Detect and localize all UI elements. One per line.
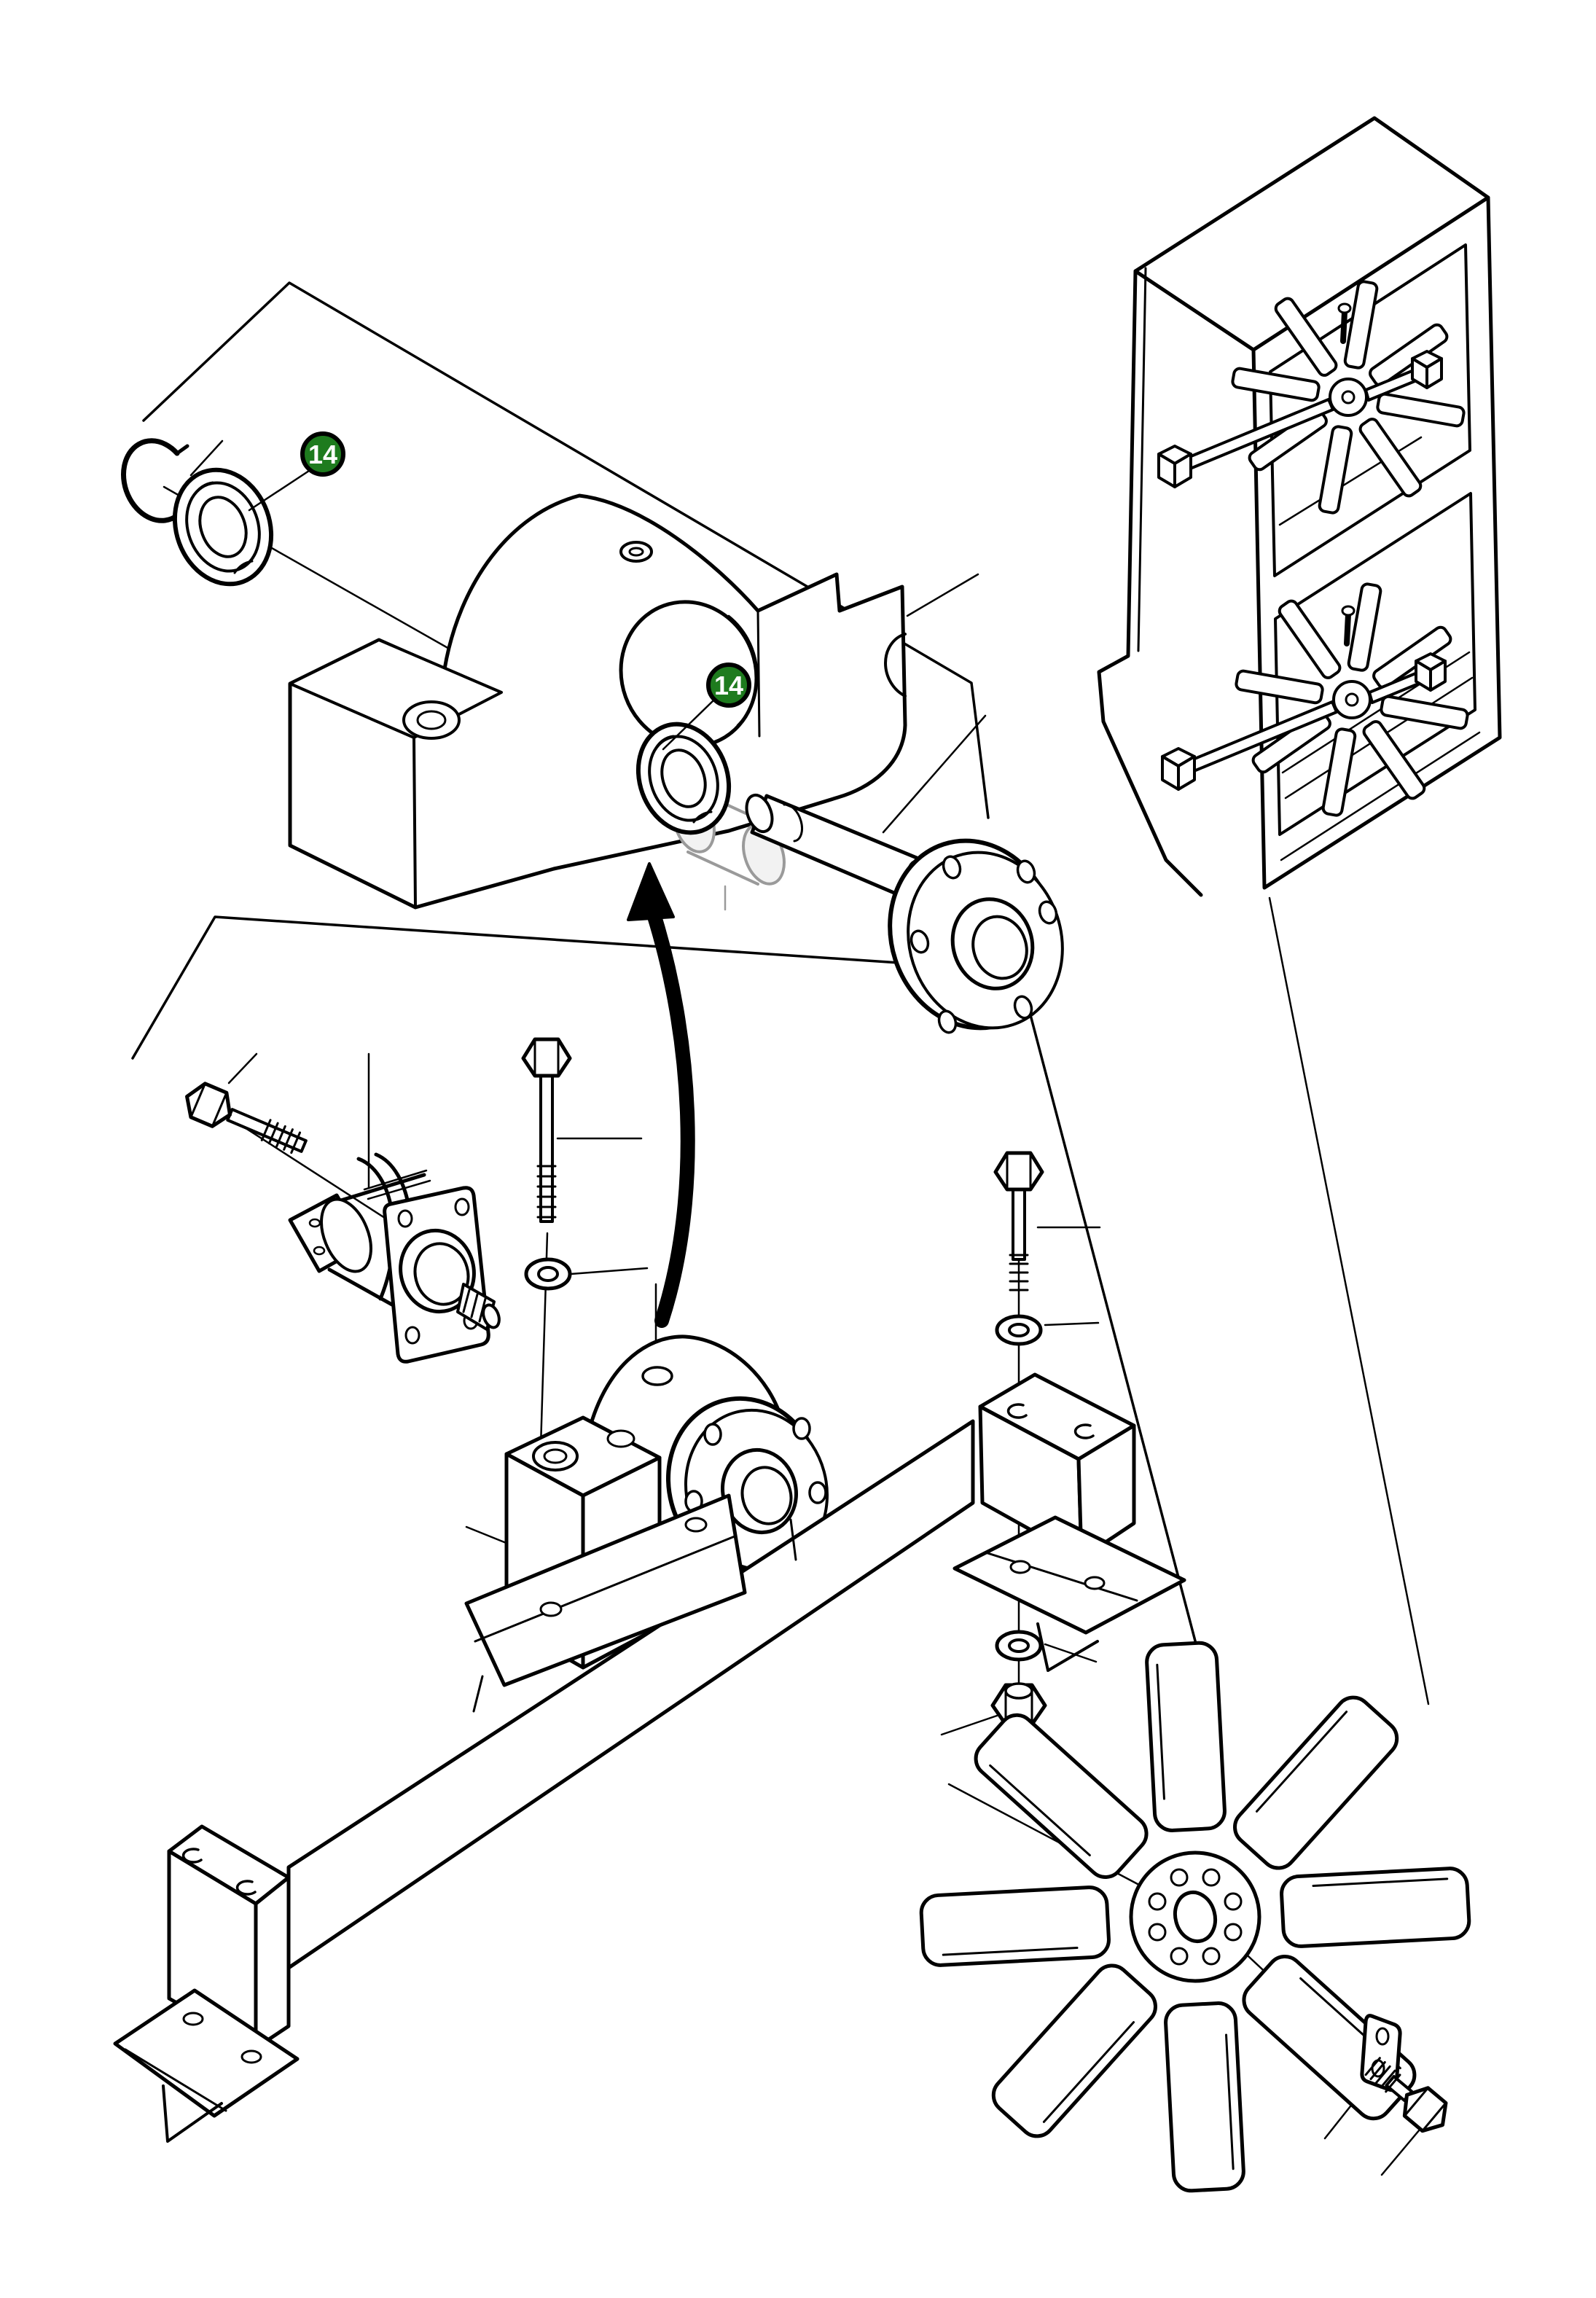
fan-cage-frame — [1097, 116, 1502, 897]
callout-badge-label: 14 — [714, 671, 743, 700]
callout-badge-14-front[interactable]: 14 — [248, 431, 345, 512]
fan-hub-bolt — [1364, 2057, 1448, 2133]
hex-nut — [990, 1682, 1047, 1727]
callout-badge-circle[interactable] — [706, 663, 751, 708]
right-angle-bracket — [952, 1515, 1186, 1672]
rear-bearing — [635, 722, 732, 835]
install-direction-arrow — [627, 862, 695, 1328]
flat-washer-front — [524, 1257, 572, 1291]
callout-badge-label: 14 — [308, 439, 337, 469]
eight-blade-fan — [919, 1641, 1471, 2193]
flat-washer-rear — [995, 1314, 1043, 1346]
section-boundary-lines — [131, 281, 1430, 1705]
hydraulic-motor — [288, 1152, 501, 1364]
mount-bolt-front — [521, 1037, 572, 1223]
callout-leader-line — [662, 700, 714, 751]
motor-flange-bolt — [185, 1082, 308, 1154]
callout-badge-14-rear[interactable]: 14 — [662, 663, 751, 751]
callout-leader-line — [248, 469, 310, 512]
front-bearing — [172, 467, 274, 587]
lower-cage-impeller — [1161, 582, 1469, 817]
callout-badge-circle[interactable] — [300, 431, 345, 477]
left-angle-bracket — [113, 1988, 300, 2143]
axle-beam — [286, 1419, 975, 1970]
lower-flat-washer — [995, 1630, 1043, 1662]
upper-cage-impeller — [1157, 280, 1466, 515]
fan-shaft-with-hub-flange — [745, 793, 1064, 1034]
mount-bolt-rear — [993, 1151, 1044, 1291]
